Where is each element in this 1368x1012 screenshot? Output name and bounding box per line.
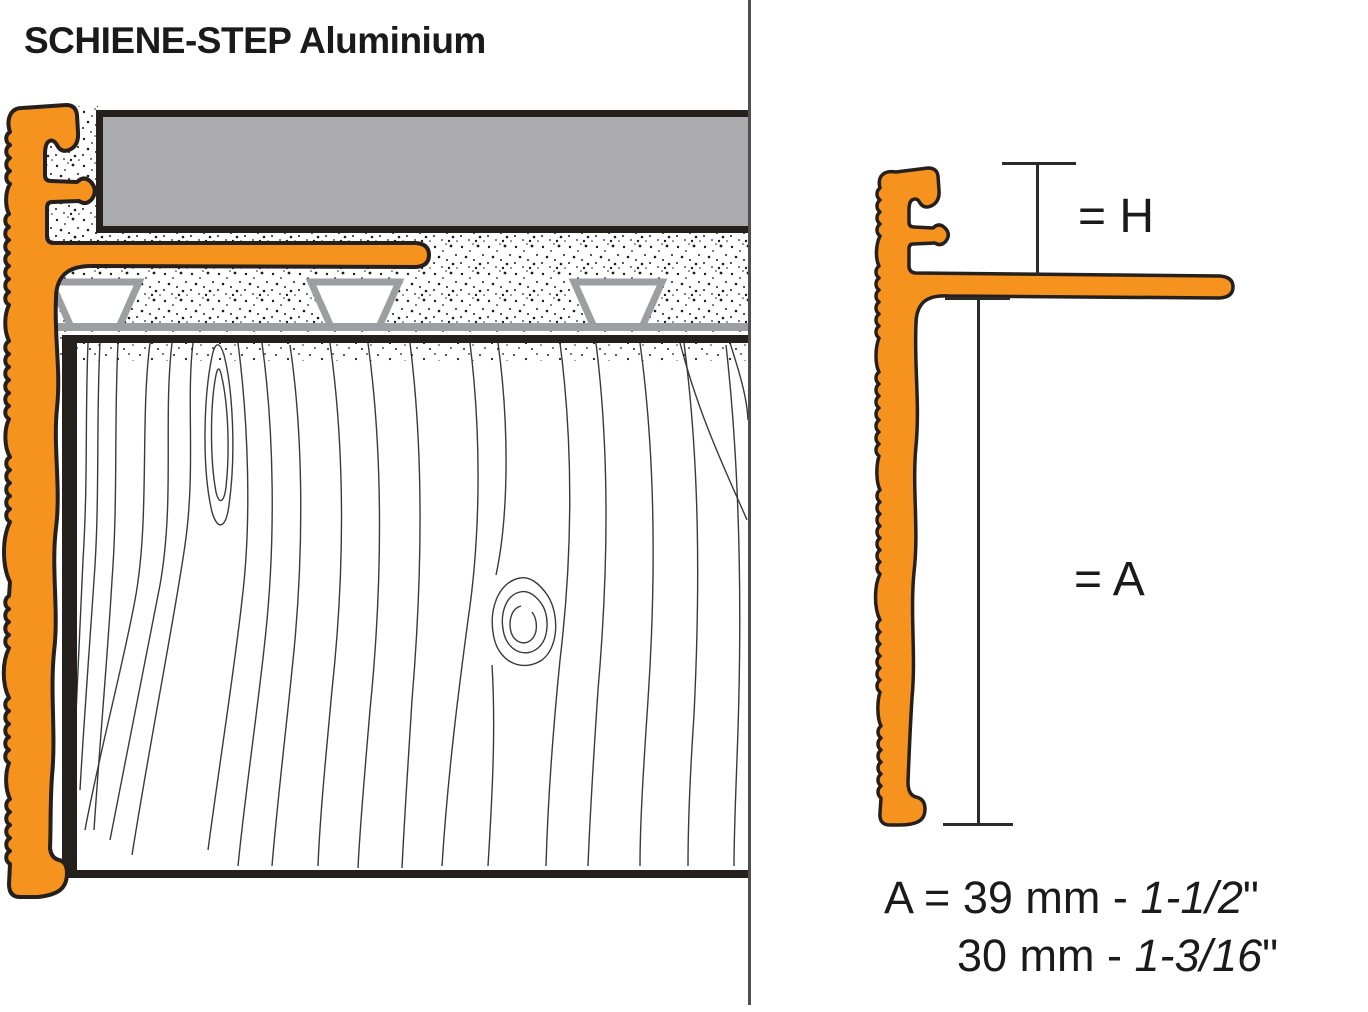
wood-substrate xyxy=(50,331,748,878)
dimension-a xyxy=(943,297,1013,826)
wood-surface-speckle xyxy=(77,343,748,361)
dimension-spec-text: A = 39 mm - 1-1/2" 30 mm - 1-3/16" xyxy=(884,869,1278,985)
spec-line-1: A = 39 mm - 1-1/2" xyxy=(884,872,1259,923)
schiene-step-profile-outline xyxy=(873,166,1235,827)
schiene-step-profile-installed xyxy=(1,103,431,899)
dimension-h xyxy=(1002,162,1076,276)
leg-dimension-label: = A xyxy=(1074,553,1145,606)
tile xyxy=(96,110,748,233)
height-dimension-label: = H xyxy=(1078,190,1155,243)
page-title: SCHIENE-STEP Aluminium xyxy=(24,20,486,61)
spec-line-2: 30 mm - 1-3/16" xyxy=(957,930,1279,981)
membrane-base-line xyxy=(51,323,748,331)
wood-grain xyxy=(77,343,748,869)
installation-cross-section xyxy=(1,103,748,899)
panel-divider-line xyxy=(748,0,751,1005)
profile-outline-diagram xyxy=(873,162,1235,827)
